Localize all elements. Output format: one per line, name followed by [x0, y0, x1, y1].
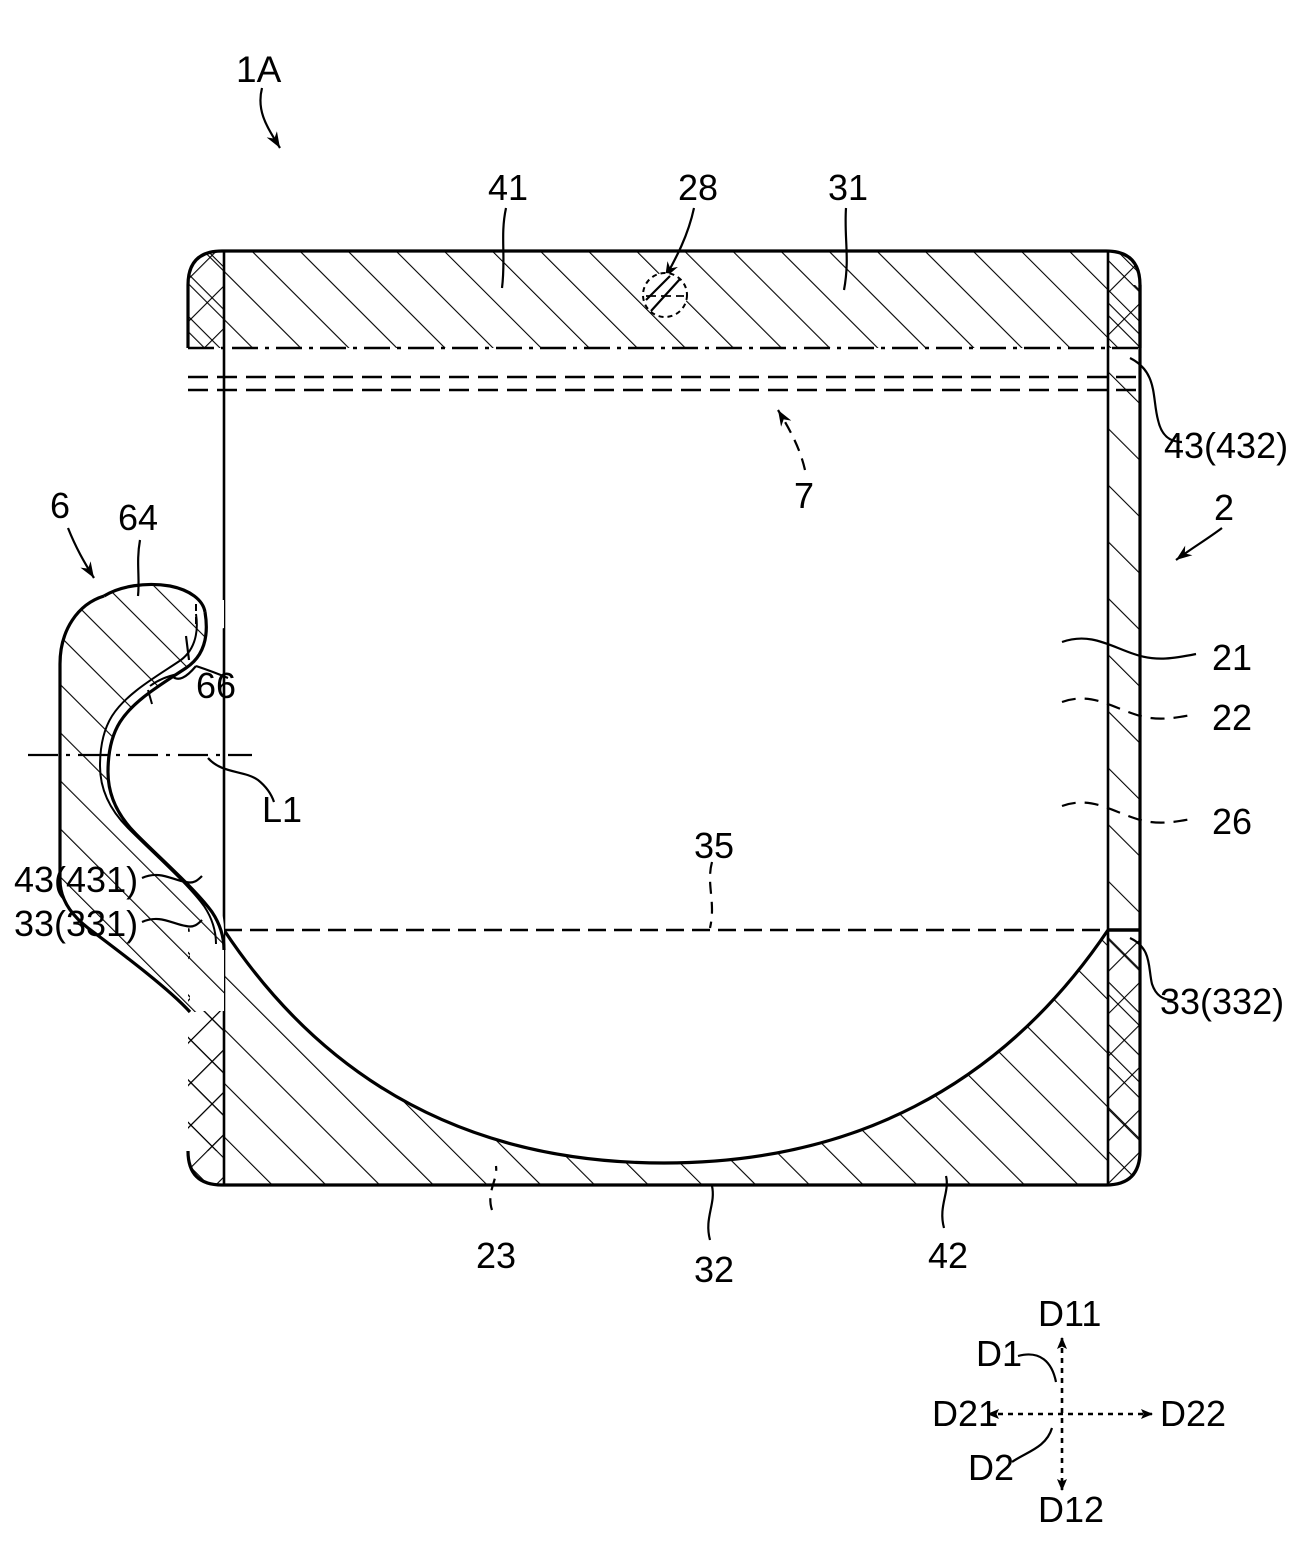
- leader-28: [664, 207, 696, 279]
- corner-seal-top-right: [1106, 251, 1140, 348]
- leader-6: [66, 527, 95, 579]
- label-66: 66: [196, 665, 236, 706]
- label-d2: D2: [968, 1447, 1014, 1488]
- leader-26: [1061, 801, 1197, 824]
- leader-66b: [195, 664, 229, 680]
- label-23: 23: [476, 1235, 516, 1276]
- direction-key: D11 D12 D21 D22 D1 D2: [932, 1293, 1226, 1530]
- body-fill: [188, 251, 1140, 1185]
- label-35: 35: [694, 825, 734, 866]
- label-6: 6: [50, 485, 70, 526]
- label-41: 41: [488, 167, 528, 208]
- leader-35: [708, 861, 714, 929]
- label-42: 42: [928, 1235, 968, 1276]
- corner-seal-top-left: [188, 251, 224, 348]
- spout-detail-tick-c: [147, 689, 153, 705]
- leader-33-331: [141, 917, 203, 928]
- leader-31: [842, 207, 848, 291]
- label-d22: D22: [1160, 1393, 1226, 1434]
- label-d21: D21: [932, 1393, 998, 1434]
- label-1a: 1A: [236, 49, 282, 90]
- leader-d2: [1011, 1427, 1054, 1463]
- leader-22: [1061, 697, 1197, 720]
- leader-23: [489, 1165, 498, 1211]
- headspace-strip: [188, 375, 1140, 392]
- leader-7: [777, 409, 807, 471]
- corner-seal-bottom-right: [1106, 930, 1140, 1185]
- leader-33-332: [1129, 936, 1173, 1002]
- label-d12: D12: [1038, 1489, 1104, 1530]
- leader-66: [171, 665, 197, 680]
- label-22: 22: [1212, 697, 1252, 738]
- label-d1: D1: [976, 1333, 1022, 1374]
- leader-64: [136, 539, 142, 597]
- label-26: 26: [1212, 801, 1252, 842]
- label-33-332: 33(332): [1160, 981, 1284, 1022]
- label-31: 31: [828, 167, 868, 208]
- label-7: 7: [794, 475, 814, 516]
- label-43-432: 43(432): [1164, 425, 1288, 466]
- liquid-upper-boundary: [222, 929, 1110, 1165]
- label-21: 21: [1212, 637, 1252, 678]
- label-43-431: 43(431): [14, 859, 138, 900]
- label-l1: L1: [262, 789, 302, 830]
- leader-d1: [1017, 1353, 1058, 1383]
- label-32: 32: [694, 1249, 734, 1290]
- container-outline: [188, 251, 1140, 1185]
- leader-42: [941, 1175, 948, 1229]
- bottom-right-round: [1105, 1150, 1142, 1187]
- bottom-left-round: [186, 1150, 223, 1187]
- spout-detail-tick-b: [149, 673, 179, 687]
- label-33-331: 33(331): [14, 903, 138, 944]
- leader-l1: [207, 757, 276, 803]
- leader-32: [707, 1185, 714, 1241]
- bottom-liquid-region: [186, 928, 1142, 1187]
- spot-28-hatch-a: [650, 278, 681, 312]
- leader-43-431: [141, 873, 203, 884]
- spot-28-marker: [642, 272, 688, 318]
- reference-numerals: 1A 41 28 31 43(432) 2 21 22 26 6 64 66 L…: [14, 49, 1288, 1290]
- leader-2: [1175, 527, 1223, 561]
- label-28: 28: [678, 167, 718, 208]
- leader-21: [1061, 637, 1197, 660]
- leader-1a: [259, 87, 281, 149]
- leader-43-432: [1129, 357, 1183, 444]
- label-64: 64: [118, 497, 158, 538]
- leader-lines: [66, 87, 1223, 1241]
- label-d11: D11: [1038, 1293, 1101, 1334]
- label-2: 2: [1214, 487, 1234, 528]
- spout-detail-tick-a: [184, 635, 191, 661]
- leader-41: [500, 207, 508, 289]
